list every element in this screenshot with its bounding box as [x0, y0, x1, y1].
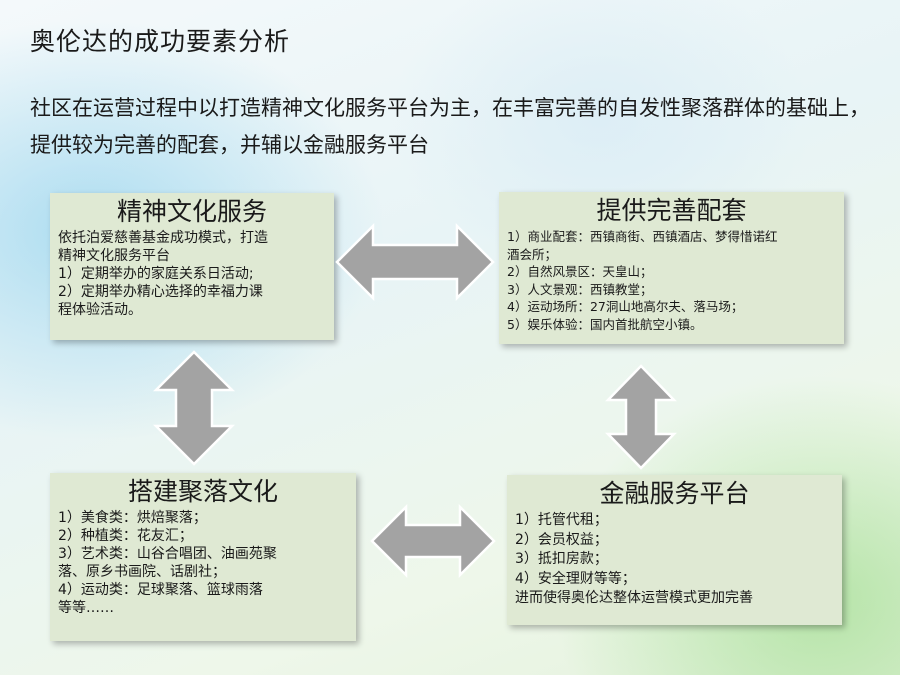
facilities-line: 5）娱乐体验：国内首批航空小镇。: [507, 316, 703, 332]
facilities-line: 4）运动场所：27洞山地高尔夫、落马场；: [507, 299, 744, 314]
left-vertical-double-arrow-icon: [152, 350, 236, 466]
community-line: 2）种植类：花友汇；: [58, 528, 193, 544]
finance-line: 3）抵扣房款；: [515, 551, 608, 567]
facilities-heading: 提供完善配套: [596, 196, 747, 225]
spiritual-culture-heading: 精神文化服务: [116, 197, 267, 226]
finance-line: 2）会员权益；: [515, 531, 608, 548]
slide-title: 奥伦达的成功要素分析: [30, 27, 291, 56]
right-vertical-double-arrow-icon: [605, 364, 677, 470]
intro-text: 社区在运营过程中以打造精神文化服务平台为主，在丰富完善的自发性聚落群体的基础上，…: [30, 96, 870, 157]
facilities-line: 2）自然风景区：天皇山；: [507, 264, 653, 279]
community-line: 4）运动类：足球聚落、篮球雨落: [58, 582, 263, 598]
community-culture-heading: 搭建聚落文化: [127, 477, 278, 506]
finance-line: 进而使得奥伦达整体运营模式更加完善: [515, 590, 753, 606]
finance-line: 4）安全理财等等；: [515, 570, 636, 587]
facilities-line: 3）人文景观：西镇教堂；: [507, 281, 653, 297]
spiritual-line: 2）定期举办精心选择的幸福力课: [58, 284, 263, 300]
community-line: 3）艺术类：山谷合唱团、油画苑聚: [58, 546, 277, 562]
facilities-line: 酒会所；: [507, 246, 558, 262]
bottom-horizontal-double-arrow-icon: [370, 503, 496, 579]
spiritual-line: 程体验活动。: [58, 302, 142, 318]
finance-heading: 金融服务平台: [599, 479, 750, 508]
finance-line: 1）托管代租；: [515, 512, 608, 528]
finance-box: 金融服务平台 1）托管代租； 2）会员权益； 3）抵扣房款； 4）安全理财等等；…: [507, 475, 842, 625]
community-line: 落、原乡书画院、话剧社；: [58, 564, 226, 580]
spiritual-line: 1）定期举办的家庭关系日活动;: [58, 266, 254, 282]
community-line: 1）美食类：烘焙聚落；: [58, 510, 207, 526]
spiritual-culture-box: 精神文化服务 依托泊爱慈善基金成功模式，打造 精神文化服务平台 1）定期举办的家…: [50, 193, 334, 340]
top-horizontal-double-arrow-icon: [335, 222, 495, 302]
facilities-box: 提供完善配套 1）商业配套：西镇商街、西镇酒店、梦得惜诺红 酒会所； 2）自然风…: [499, 192, 844, 344]
spiritual-line: 依托泊爱慈善基金成功模式，打造: [58, 230, 268, 246]
spiritual-line: 精神文化服务平台: [58, 248, 170, 264]
community-line: 等等……: [58, 600, 114, 616]
community-culture-box: 搭建聚落文化 1）美食类：烘焙聚落； 2）种植类：花友汇； 3）艺术类：山谷合唱…: [50, 473, 356, 641]
facilities-line: 1）商业配套：西镇商街、西镇酒店、梦得惜诺红: [507, 229, 778, 244]
